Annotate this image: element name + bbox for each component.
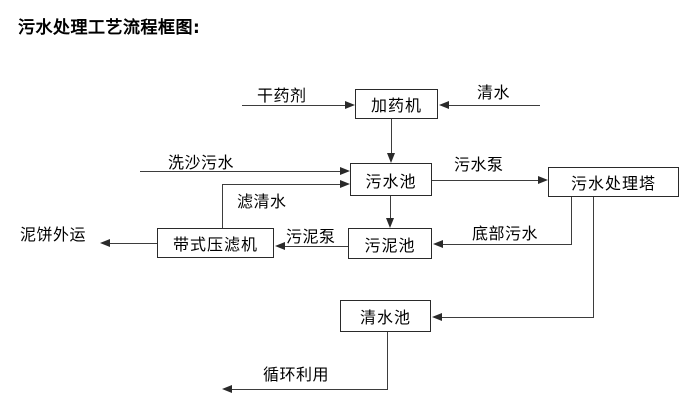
line-filtered-water-horizontal: [222, 184, 341, 185]
line-mud-cake-out: [110, 243, 157, 244]
flow-label-clean-water: 清水: [477, 83, 511, 102]
arrowhead-left-icon: [433, 240, 443, 248]
flow-label-dry-agent: 干药剂: [257, 86, 307, 105]
arrowhead-right-icon: [340, 167, 350, 175]
node-clean-water-pool-label: 清水池: [359, 308, 411, 327]
line-filtered-water-vertical: [222, 184, 223, 228]
arrowhead-left-icon: [432, 313, 442, 321]
node-sewage-pool: 污水池: [350, 163, 432, 196]
node-dosing-machine-label: 加药机: [370, 96, 422, 115]
flow-label-recycling: 循环利用: [263, 365, 330, 384]
line-sand-washing: [140, 171, 341, 172]
arrowhead-left-icon: [275, 242, 285, 250]
arrowhead-right-icon: [340, 180, 350, 188]
page-title: 污水处理工艺流程框图:: [18, 18, 201, 38]
arrowhead-left-icon: [100, 239, 110, 247]
line-tower-to-clean-horizontal: [442, 317, 594, 318]
line-sewage-to-sludge: [390, 196, 391, 219]
node-treatment-tower: 污水处理塔: [548, 167, 679, 197]
arrowhead-right-icon: [345, 101, 355, 109]
arrowhead-left-icon: [222, 385, 232, 393]
node-belt-filter-press-label: 带式压滤机: [172, 235, 258, 254]
node-clean-water-pool: 清水池: [340, 300, 431, 332]
line-bottom-sewage-vertical: [571, 197, 572, 245]
line-clean-water: [449, 105, 540, 106]
flow-label-mud-cake-out: 泥饼外运: [20, 225, 87, 244]
arrowhead-right-icon: [538, 176, 548, 184]
flow-label-bottom-sewage: 底部污水: [472, 224, 539, 243]
node-sludge-pool: 污泥池: [348, 228, 432, 259]
flow-label-sewage-pump: 污水泵: [454, 155, 504, 174]
line-sludge-pump: [285, 246, 348, 247]
arrowhead-left-icon: [439, 101, 449, 109]
node-treatment-tower-label: 污水处理塔: [570, 174, 656, 193]
line-sewage-pump: [432, 180, 538, 181]
node-sewage-pool-label: 污水池: [365, 171, 417, 191]
arrowhead-down-icon: [387, 153, 395, 163]
flow-label-sand-washing-sewage: 洗沙污水: [168, 153, 235, 172]
flow-label-sludge-pump: 污泥泵: [286, 227, 336, 246]
arrowhead-down-icon: [386, 218, 394, 228]
line-tower-to-clean-vertical: [593, 197, 594, 318]
line-dry-agent: [242, 105, 346, 106]
node-belt-filter-press: 带式压滤机: [157, 228, 274, 258]
node-dosing-machine: 加药机: [355, 89, 438, 119]
line-dosing-to-sewage: [391, 119, 392, 155]
flow-label-filtered-water: 滤清水: [237, 192, 287, 211]
line-recycling-vertical: [387, 331, 388, 390]
line-recycling-horizontal: [232, 389, 388, 390]
node-sludge-pool-label: 污泥池: [364, 235, 416, 255]
line-bottom-sewage-horizontal: [443, 244, 572, 245]
